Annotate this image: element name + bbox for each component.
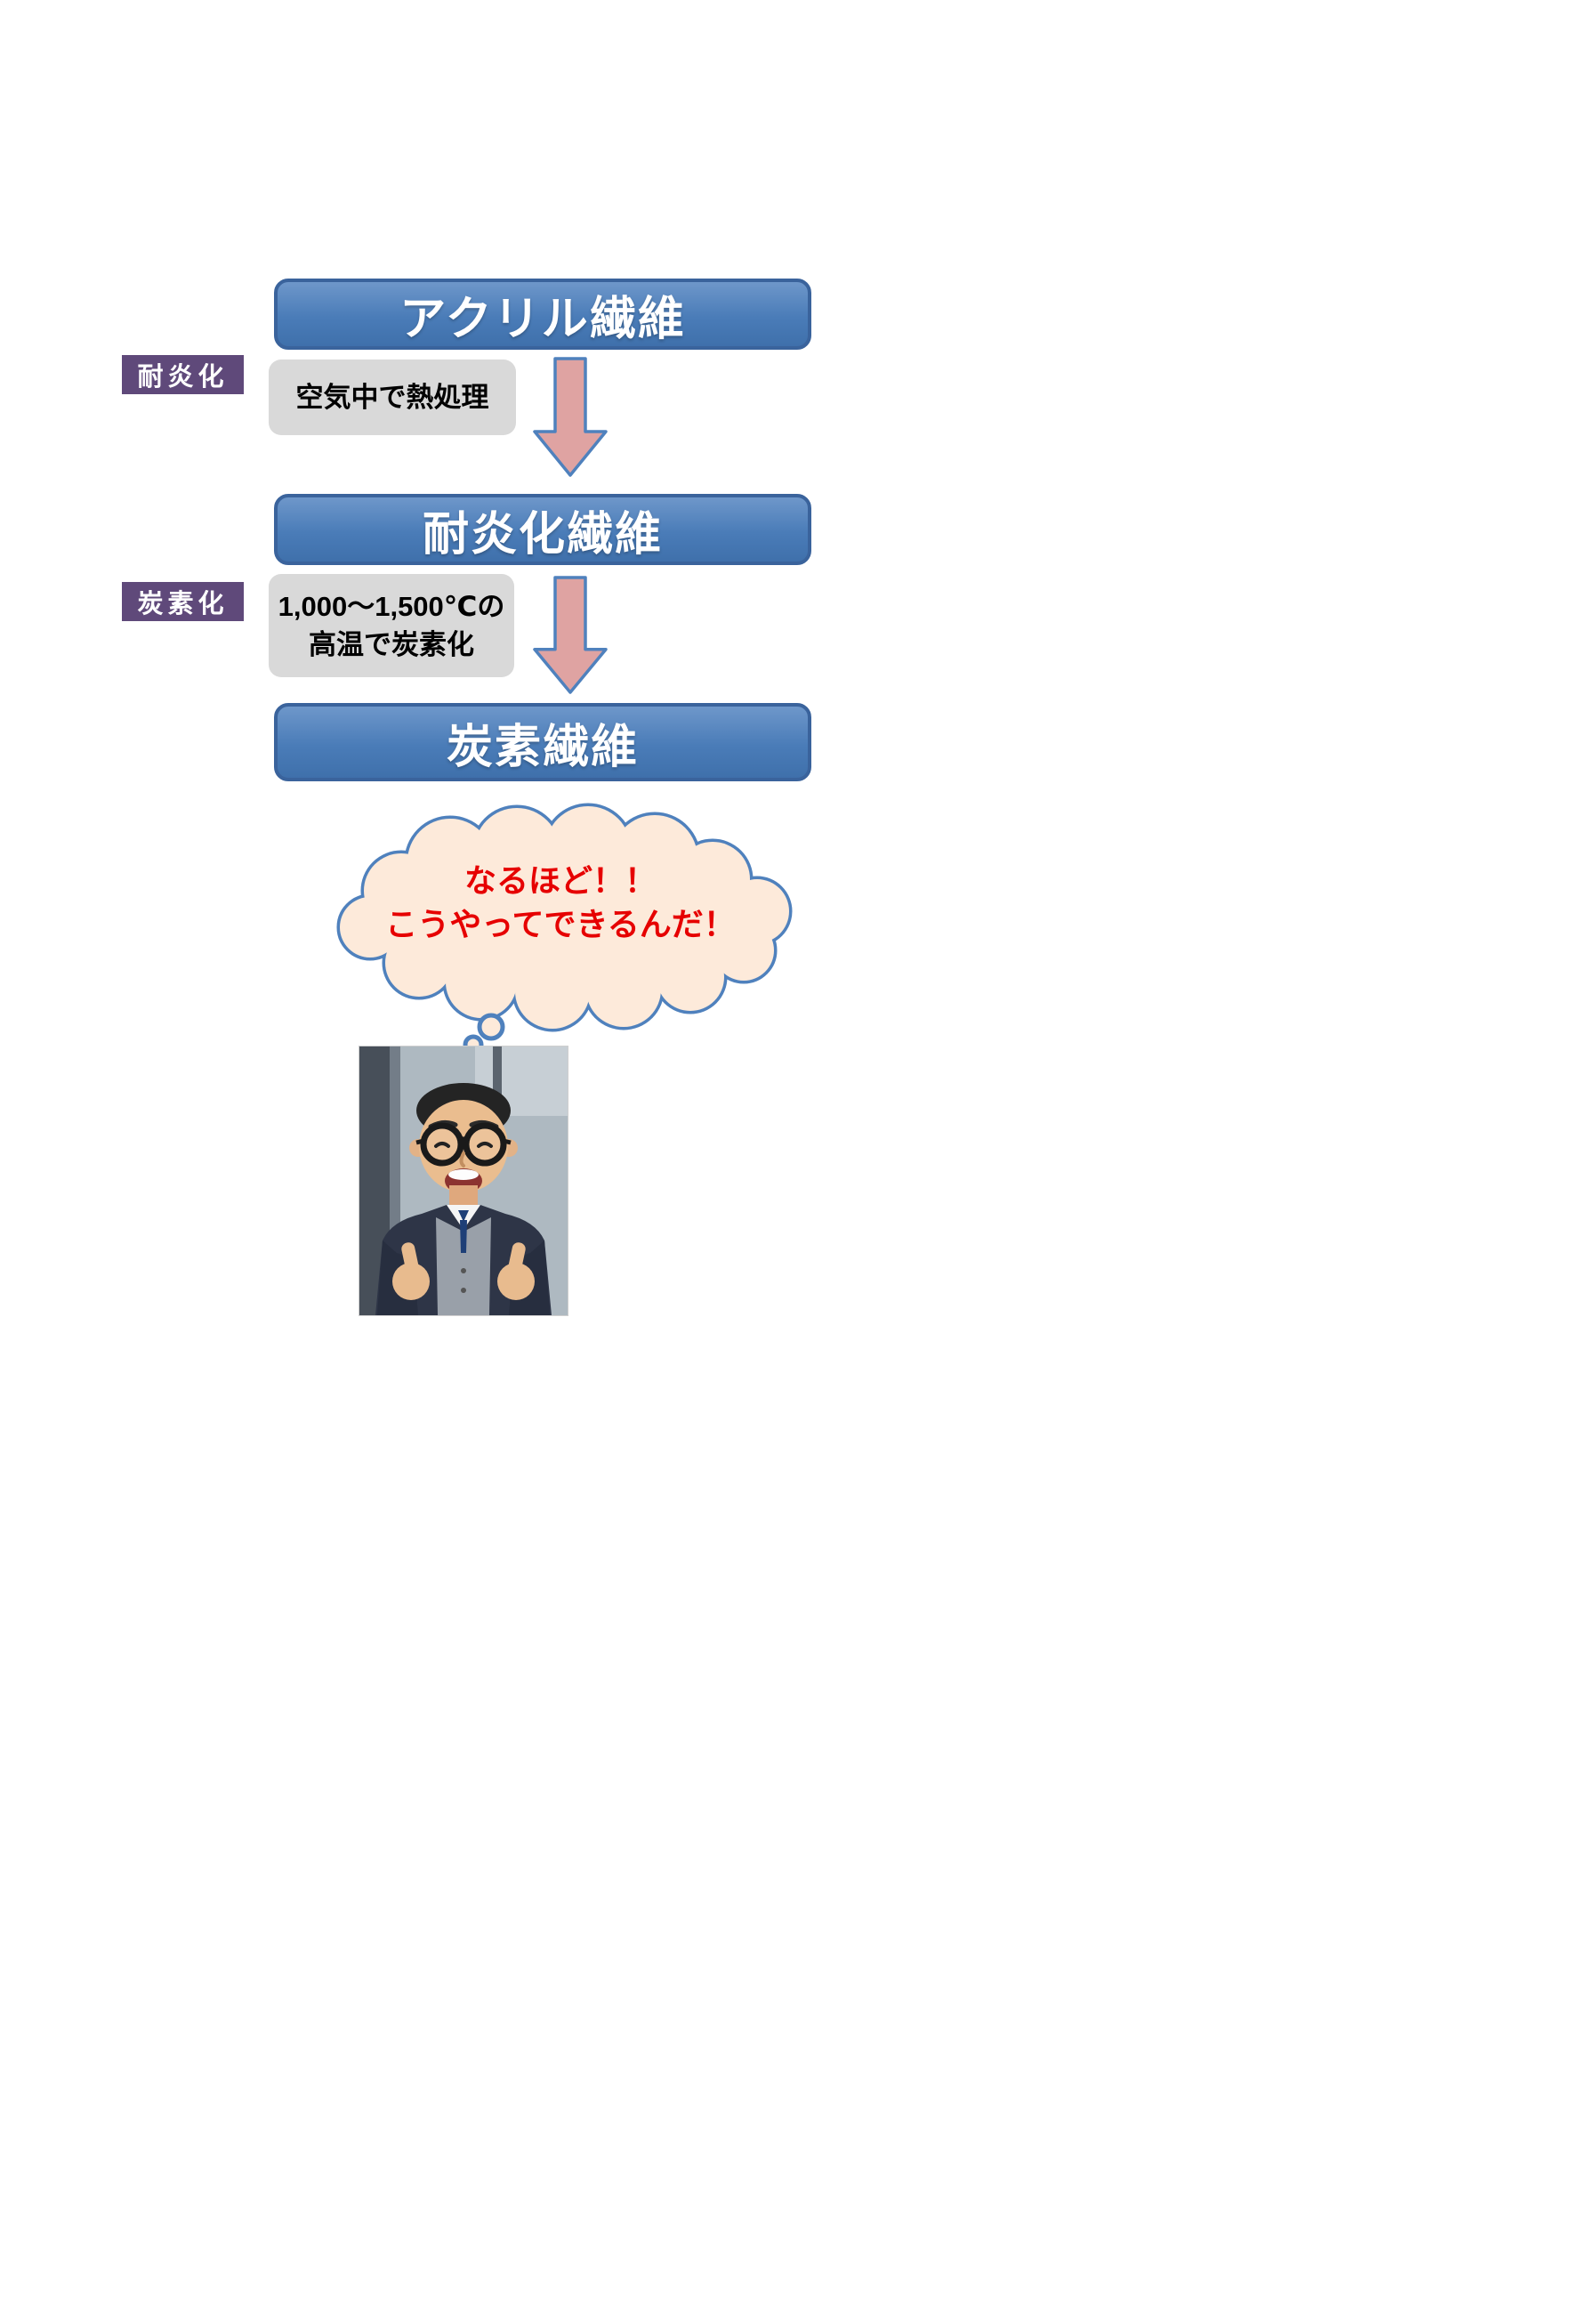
- process-box-flame-resistant-fiber: 耐炎化繊維: [274, 494, 811, 565]
- down-arrow-icon: [533, 576, 608, 695]
- thought-line: なるほど！！: [463, 862, 657, 899]
- note-line: 1,000～1,500℃の: [278, 590, 505, 622]
- process-box-label: 耐炎化繊維: [422, 508, 663, 561]
- note-line: 高温で炭素化: [309, 629, 474, 660]
- person-photo: [359, 1046, 568, 1315]
- step-tag-flame-resistance: 耐炎化: [122, 355, 244, 394]
- step-tag-carbonization: 炭素化: [122, 582, 244, 621]
- process-box-carbon-fiber: 炭素繊維: [274, 703, 811, 781]
- step-note-carbonization-temp: 1,000～1,500℃の 高温で炭素化: [269, 574, 514, 677]
- process-box-label: アクリル繊維: [399, 293, 686, 345]
- process-box-acrylic-fiber: アクリル繊維: [274, 279, 811, 350]
- down-arrow-icon: [533, 357, 608, 478]
- step-note-heat-treatment: 空気中で熱処理: [269, 360, 516, 435]
- process-box-label: 炭素繊維: [446, 721, 639, 773]
- step-tag-label: 耐炎化: [137, 363, 229, 392]
- thought-line: こうやってできるんだ！: [385, 905, 736, 942]
- thought-bubble: [317, 803, 801, 1061]
- note-line: 空気中で熱処理: [295, 381, 489, 413]
- step-tag-label: 炭素化: [137, 590, 229, 618]
- thought-bubble-text: なるほど！！ こうやってできるんだ！: [338, 860, 783, 946]
